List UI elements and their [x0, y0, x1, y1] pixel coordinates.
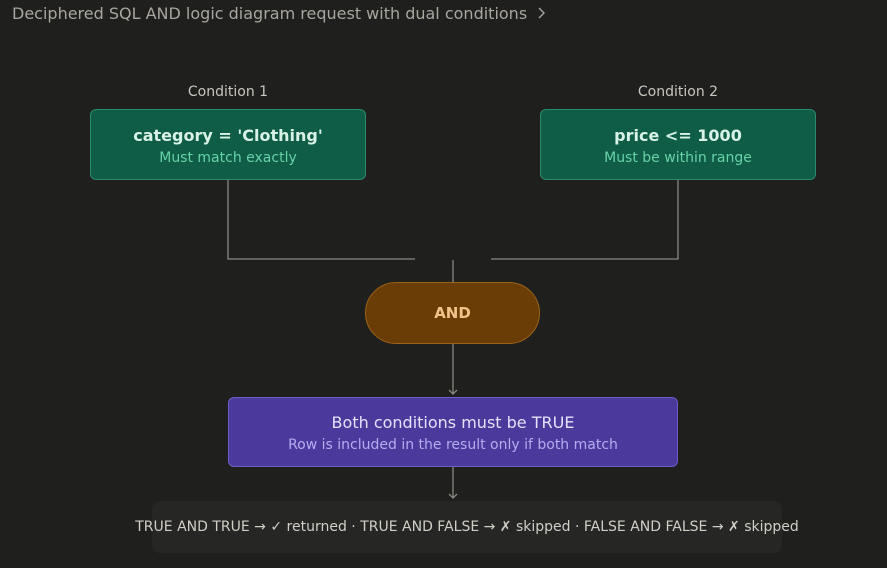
condition1-label: Condition 1	[187, 84, 269, 100]
conversation-title[interactable]: Deciphered SQL AND logic diagram request…	[12, 2, 548, 24]
condition2-label: Condition 2	[637, 84, 719, 100]
connector-condition1	[227, 180, 415, 260]
chevron-right-icon	[538, 7, 546, 19]
connector-condition2	[491, 180, 679, 260]
and-operator-node: AND	[365, 282, 540, 344]
condition2-expression: price <= 1000	[614, 126, 742, 145]
truth-summary-text: TRUE AND TRUE → ✓ returned · TRUE AND FA…	[135, 519, 799, 535]
conversation-title-text: Deciphered SQL AND logic diagram request…	[12, 3, 528, 23]
result-box: Both conditions must be TRUE Row is incl…	[228, 397, 678, 467]
condition2-note: Must be within range	[604, 150, 752, 166]
result-note: Row is included in the result only if bo…	[288, 437, 618, 453]
condition1-note: Must match exactly	[159, 150, 297, 166]
truth-summary-box: TRUE AND TRUE → ✓ returned · TRUE AND FA…	[135, 501, 799, 553]
and-operator-label: AND	[434, 304, 471, 322]
result-title: Both conditions must be TRUE	[331, 413, 575, 432]
condition1-box: category = 'Clothing' Must match exactly	[90, 109, 366, 180]
condition1-expression: category = 'Clothing'	[133, 126, 323, 145]
condition2-box: price <= 1000 Must be within range	[540, 109, 816, 180]
